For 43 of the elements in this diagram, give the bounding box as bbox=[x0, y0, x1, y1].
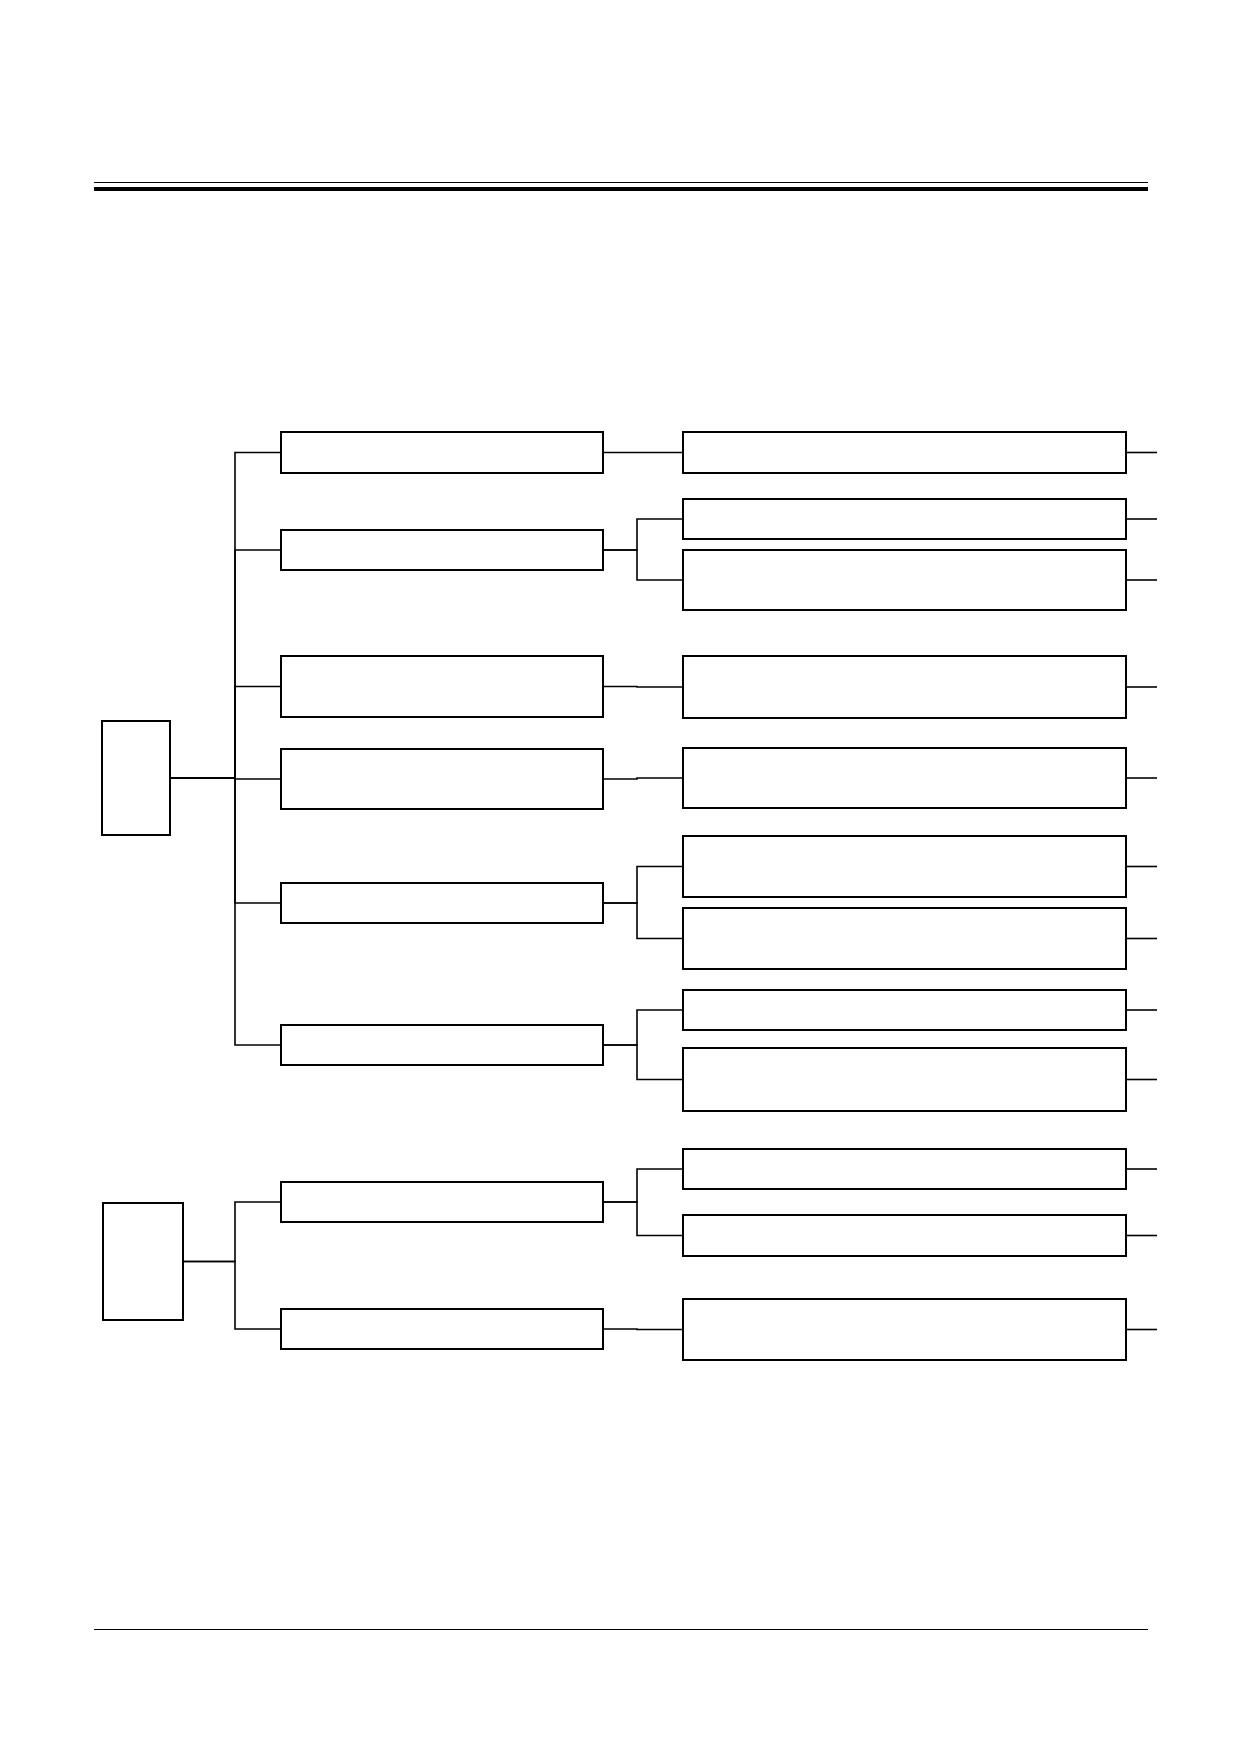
connector-line bbox=[1126, 1234, 1158, 1237]
empty-box bbox=[280, 748, 604, 810]
connector-line bbox=[603, 1044, 683, 1081]
empty-box bbox=[682, 747, 1127, 809]
empty-box bbox=[682, 907, 1127, 970]
connector-line bbox=[603, 1328, 683, 1331]
empty-box bbox=[682, 431, 1127, 474]
empty-box bbox=[682, 989, 1127, 1031]
empty-box bbox=[280, 655, 604, 718]
empty-box bbox=[682, 1298, 1127, 1361]
empty-box bbox=[682, 1214, 1127, 1257]
connector-line bbox=[1126, 1168, 1158, 1170]
empty-box bbox=[280, 1308, 604, 1350]
empty-box bbox=[682, 1148, 1127, 1190]
connector-line bbox=[1126, 777, 1158, 779]
connector-line bbox=[1126, 518, 1158, 520]
connector-line bbox=[603, 902, 683, 940]
connector-line bbox=[603, 451, 683, 454]
connector-line bbox=[1126, 1078, 1158, 1081]
empty-box bbox=[682, 1047, 1127, 1112]
empty-box bbox=[280, 882, 604, 924]
empty-box bbox=[280, 529, 604, 571]
connector-line bbox=[183, 1260, 281, 1330]
connector-line bbox=[1126, 686, 1158, 688]
connector-line bbox=[1126, 451, 1158, 454]
connector-line bbox=[603, 549, 683, 581]
connector-line bbox=[1126, 937, 1158, 940]
empty-box bbox=[682, 655, 1127, 719]
connector-line bbox=[1126, 1328, 1158, 1331]
connector-line bbox=[1126, 1009, 1158, 1011]
empty-box bbox=[682, 549, 1127, 611]
connector-line bbox=[1126, 579, 1158, 581]
empty-box bbox=[682, 498, 1127, 540]
empty-box bbox=[280, 1181, 604, 1223]
empty-box bbox=[102, 1202, 184, 1321]
connector-line bbox=[1126, 865, 1158, 868]
empty-box bbox=[280, 431, 604, 474]
connector-line bbox=[603, 1201, 683, 1237]
connector-line bbox=[603, 777, 683, 780]
connector-line bbox=[603, 685, 683, 688]
empty-box bbox=[280, 1024, 604, 1066]
empty-box bbox=[101, 720, 171, 836]
empty-box bbox=[682, 835, 1127, 898]
